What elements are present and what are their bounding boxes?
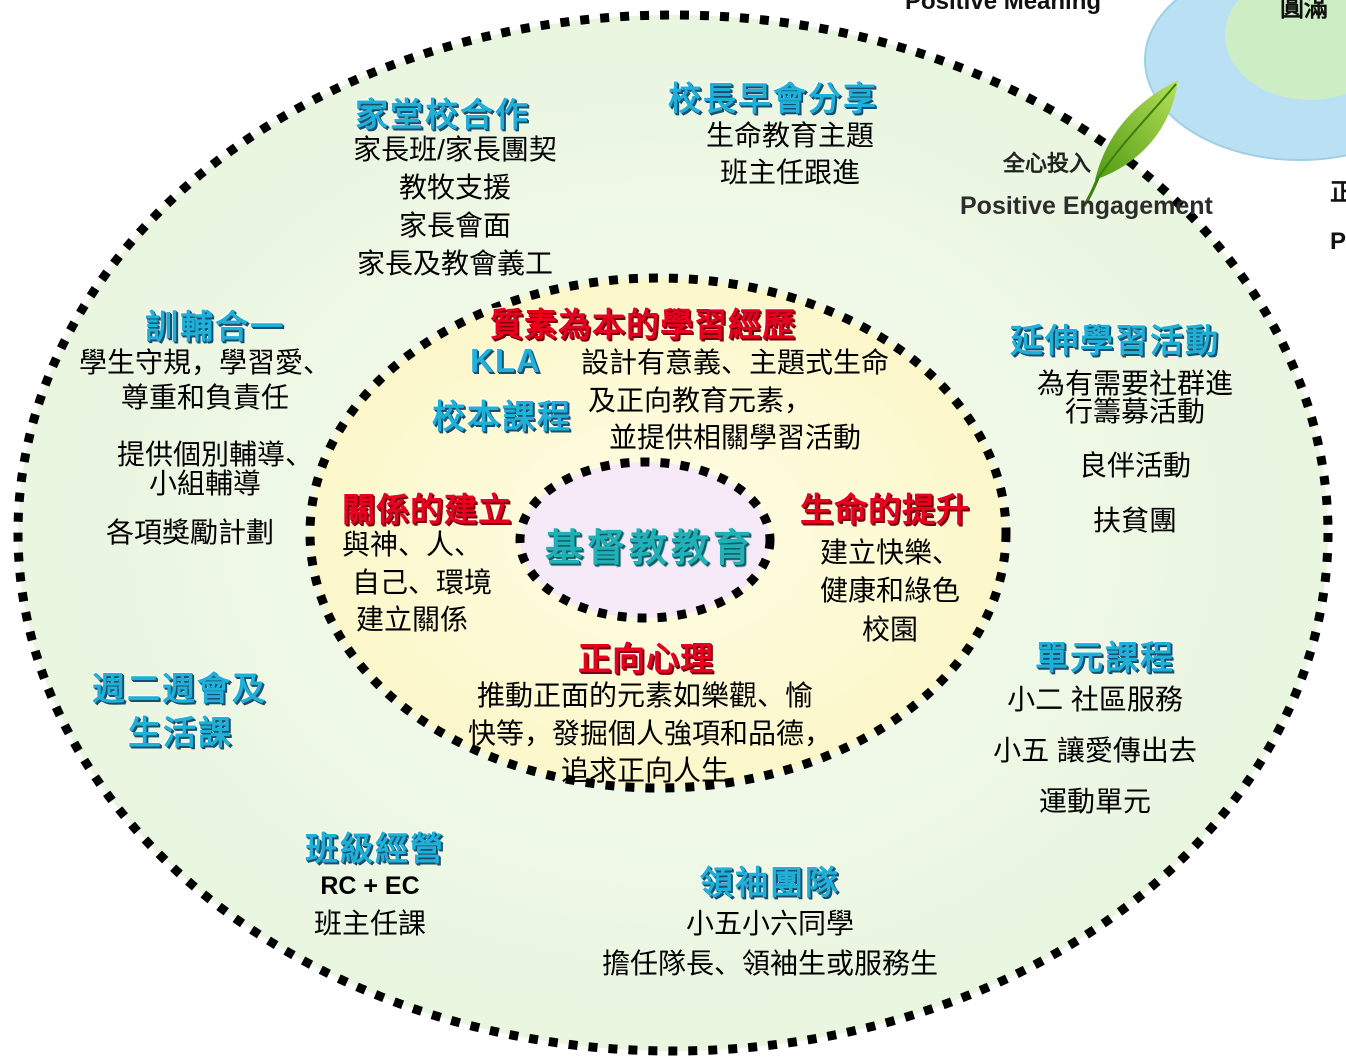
relationship-title: 關係的建立 xyxy=(342,491,512,528)
home-school-title: 家堂校合作 xyxy=(355,96,530,133)
class-item: RC + EC xyxy=(320,872,420,900)
life-enhancement-text: 建立快樂、 xyxy=(819,537,960,568)
extended-item: 行籌募活動 xyxy=(1064,396,1205,427)
meaning-inner-bubble xyxy=(1225,0,1346,100)
relationship-text: 建立關係 xyxy=(355,604,468,635)
class-title: 班級經營 xyxy=(305,830,445,867)
extended-item: 良伴活動 xyxy=(1078,450,1191,481)
home-school-item: 家長及教會義工 xyxy=(356,248,553,279)
extended-item: 扶貧團 xyxy=(1092,505,1177,536)
unit-item: 運動單元 xyxy=(1038,786,1151,817)
home-school-item: 家長班/家長團契 xyxy=(353,134,557,165)
discipline-title: 訓輔合一 xyxy=(145,308,285,345)
unit-item: 小五 讓愛傳出去 xyxy=(993,735,1197,766)
positive-meaning-label: Positive Meaning xyxy=(905,0,1102,15)
positive-psychology-text: 追求正向人生 xyxy=(560,755,729,786)
engagement-en: Positive Engagement xyxy=(960,192,1213,220)
positive-psychology-text: 推動正面的元素如樂觀、愉 xyxy=(476,680,813,711)
unit-title: 單元課程 xyxy=(1035,639,1175,676)
principal-item: 班主任跟進 xyxy=(719,157,860,188)
extended-title: 延伸學習活動 xyxy=(1010,322,1220,359)
quality-learning-text: 並提供相關學習活動 xyxy=(608,422,861,453)
discipline-item: 提供個別輔導、 xyxy=(116,439,313,470)
life-enhancement-text: 健康和綠色 xyxy=(819,575,960,606)
class-item: 班主任課 xyxy=(313,908,426,939)
assembly-title-line1: 週二週會及 xyxy=(92,670,267,707)
cut-label-top: 圓滿 xyxy=(1280,0,1328,22)
extended-item: 為有需要社群進 xyxy=(1036,368,1233,399)
home-school-item: 家長會面 xyxy=(398,210,511,241)
relationship-text: 與神、人、 xyxy=(342,529,483,560)
relationship-text: 自己、環境 xyxy=(351,567,492,598)
core-christian-education: 基督教教育 xyxy=(545,525,756,570)
cut-label-2: P xyxy=(1330,228,1346,255)
life-enhancement-text: 校園 xyxy=(861,614,918,645)
engagement-zh: 全心投入 xyxy=(1003,151,1092,176)
positive-psychology-title: 正向心理 xyxy=(578,640,714,677)
life-enhancement-title: 生命的提升 xyxy=(800,491,970,528)
core-ring xyxy=(515,457,775,623)
discipline-item: 尊重和負責任 xyxy=(120,382,289,413)
leaf-icon xyxy=(1082,80,1178,207)
cut-label-1: 正 xyxy=(1330,179,1346,206)
positive-psychology-text: 快等，發掘個人強項和品德， xyxy=(467,718,832,749)
leader-title: 領袖團隊 xyxy=(700,864,840,901)
kla-label: KLA xyxy=(470,342,541,379)
discipline-item: 各項獎勵計劃 xyxy=(105,517,274,548)
school-curriculum-label: 校本課程 xyxy=(432,398,572,435)
principal-title: 校長早會分享 xyxy=(668,80,878,117)
leader-item: 擔任隊長、領袖生或服務生 xyxy=(601,948,938,979)
discipline-item: 小組輔導 xyxy=(148,468,261,499)
discipline-item: 學生守規，學習愛、 xyxy=(78,347,331,378)
unit-item: 小二 社區服務 xyxy=(1007,684,1183,715)
quality-learning-title: 質素為本的學習經歷 xyxy=(490,306,796,343)
leader-item: 小五小六同學 xyxy=(685,908,854,939)
quality-learning-text: 及正向教育元素， xyxy=(587,385,812,416)
quality-learning-text: 設計有意義、主題式生命 xyxy=(580,347,889,378)
principal-item: 生命教育主題 xyxy=(705,120,874,151)
assembly-title-line2: 生活課 xyxy=(128,714,233,751)
home-school-item: 教牧支援 xyxy=(398,172,511,203)
